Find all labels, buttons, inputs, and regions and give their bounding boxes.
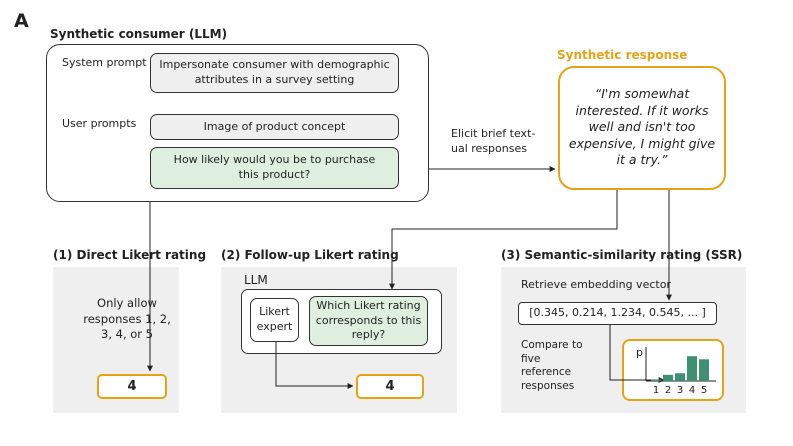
- followup-rating: 4: [356, 374, 424, 399]
- direct-title: (1) Direct Likert rating: [53, 248, 207, 262]
- ssr-title: (3) Semantic-similarity rating (SSR): [501, 248, 743, 262]
- vector-text: [0.345, 0.214, 1.234, 0.545, ... ]: [529, 306, 706, 320]
- consumer-box: [46, 44, 429, 202]
- direct-rating: 4: [97, 374, 167, 399]
- followup-title: (2) Follow-up Likert rating: [221, 248, 399, 262]
- arrow-to-followup-rating: [275, 342, 354, 389]
- system-prompt-label: System prompt: [62, 56, 147, 69]
- panel-label: A: [14, 10, 29, 32]
- chart-tick-label-1: 1: [653, 385, 659, 396]
- synthetic-response-quote: “I'm somewhat interested. If it works we…: [568, 86, 716, 167]
- synthetic-response-box: [558, 66, 726, 190]
- elicit-text: Elicit brief text-ual responses: [451, 127, 536, 155]
- llm-label: LLM: [244, 273, 268, 287]
- chart-bar-5: [699, 359, 709, 381]
- system-prompt-text: Impersonate consumer with demographic at…: [159, 58, 390, 86]
- likert-question-box: Which Likert rating corresponds to this …: [309, 296, 428, 346]
- chart-tick-label-5: 5: [701, 385, 707, 396]
- consumer-title: Synthetic consumer (LLM): [50, 27, 228, 41]
- chart-tick-label-4: 4: [689, 385, 695, 396]
- arrow-to-followup: [389, 190, 618, 290]
- chart-tick-label-3: 3: [677, 385, 683, 396]
- likert-expert-text: Likert expert: [256, 305, 293, 333]
- chart-bar-2: [663, 374, 673, 381]
- chart-bar-3: [675, 373, 685, 381]
- user-prompt-question-box: How likely would you be to purchase this…: [150, 147, 399, 189]
- direct-instruction: Only allow responses 1, 2, 3, 4, or 5: [83, 296, 171, 342]
- user-prompt-image-text: Image of product concept: [203, 119, 346, 133]
- system-prompt-box: Impersonate consumer with demographic at…: [150, 53, 399, 93]
- chart-bar-4: [687, 356, 697, 381]
- user-prompt-question-text: How likely would you be to purchase this…: [173, 153, 376, 181]
- chart-tick-label-2: 2: [665, 385, 671, 396]
- retrieve-label: Retrieve embedding vector: [521, 278, 671, 291]
- likert-question-text: Which Likert rating corresponds to this …: [315, 298, 422, 342]
- compare-label: Compare to five reference responses: [521, 339, 583, 392]
- chart-bar-1: [651, 379, 661, 381]
- synthetic-response-title: Synthetic response: [557, 48, 688, 62]
- likert-expert-box: Likert expert: [250, 298, 299, 342]
- user-prompt-image-box: Image of product concept: [150, 114, 399, 140]
- vector-box: [0.345, 0.214, 1.234, 0.545, ... ]: [518, 302, 717, 325]
- user-prompts-label: User prompts: [62, 117, 137, 130]
- chart-y-label: p: [636, 346, 643, 359]
